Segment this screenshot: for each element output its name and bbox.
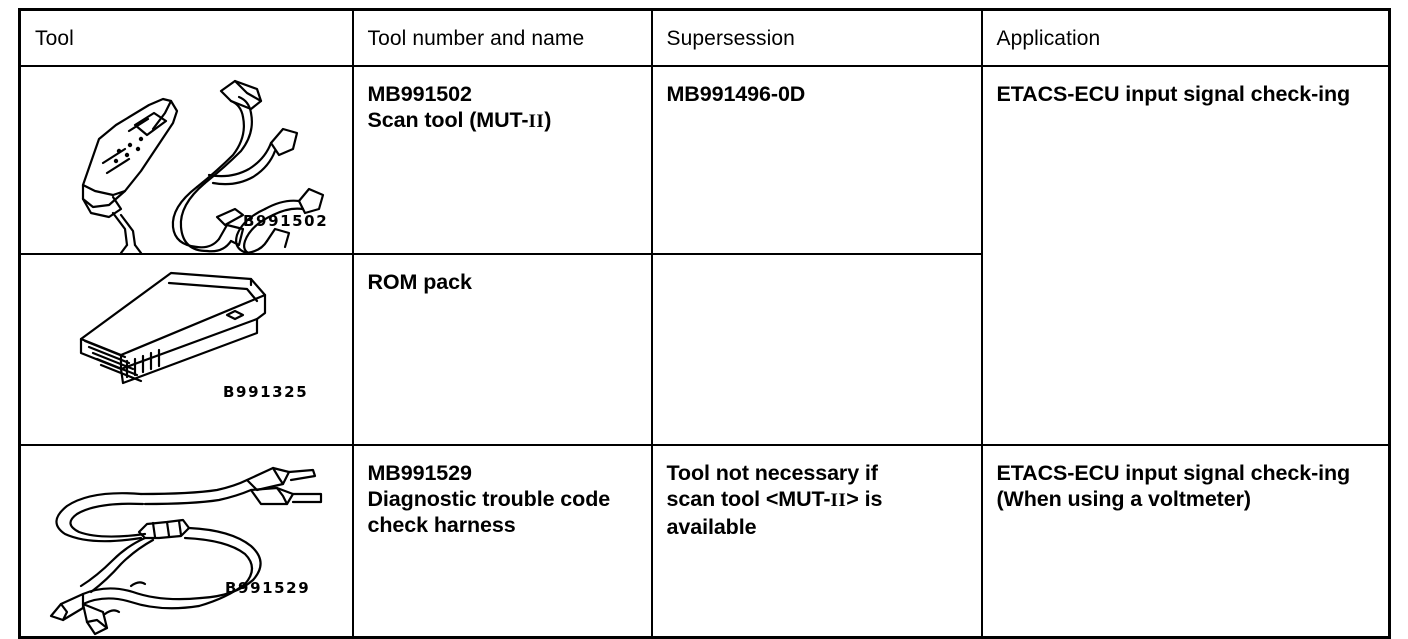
- tool-number-and-name-cell-rom-pack: ROM pack: [351, 253, 653, 446]
- part-number-caption: B991502: [243, 212, 329, 230]
- tool-name-tail: ): [544, 108, 552, 132]
- part-number-caption: B991325: [223, 383, 309, 401]
- column-header-tool-number-and-name-label: Tool number and name: [367, 27, 585, 50]
- table-header-row: Tool Tool number and name Supersession A…: [18, 8, 1391, 67]
- column-header-tool: Tool: [18, 8, 354, 67]
- table-row: B991529 MB991529 Diagnostic trouble code…: [18, 444, 1391, 639]
- tool-illustration-cell-harness: B991529: [18, 444, 354, 639]
- table-row: B991502 MB991502 Scan tool (MUT-II) MB99…: [18, 65, 1391, 446]
- tool-name: Diagnostic trouble code check harness: [367, 487, 611, 537]
- tool-illustration-cell-rom-pack: B991325: [18, 253, 354, 446]
- supersession-cell-harness: Tool not necessary if scan tool <MUT-II>…: [650, 444, 983, 639]
- supersession-note-line2-post: > is: [846, 487, 883, 511]
- column-header-supersession: Supersession: [650, 8, 983, 67]
- rom-pack-illustration: B991325: [21, 255, 352, 444]
- supersession-note-line1: Tool not necessary if: [666, 461, 878, 485]
- column-header-application-label: Application: [996, 27, 1101, 50]
- harness-drawing: [49, 466, 323, 636]
- column-header-application: Application: [980, 8, 1391, 67]
- supersession-cell-rom-pack: [650, 253, 983, 446]
- tool-number-and-name-cell-harness: MB991529 Diagnostic trouble code check h…: [351, 444, 653, 639]
- scan-tool-drawing: [81, 79, 325, 253]
- tool-illustration-cell-scan-tool: B991502: [18, 65, 354, 255]
- column-header-tool-label: Tool: [35, 27, 74, 50]
- part-number-caption: B991529: [225, 579, 311, 597]
- application-cell-scan-tool: ETACS-ECU input signal check-ing: [980, 65, 1391, 446]
- scan-tool-illustration: B991502: [21, 67, 352, 253]
- supersession-number: MB991496-0D: [666, 82, 806, 106]
- tool-name-roman-numeral: II: [528, 111, 545, 132]
- tool-name: Scan tool (MUT-II): [368, 107, 639, 135]
- tool-number: MB991502: [367, 82, 472, 106]
- supersession-note-line3: available: [666, 515, 757, 539]
- tool-number-and-name-cell-scan-tool: MB991502 Scan tool (MUT-II): [351, 65, 653, 255]
- supersession-note: Tool not necessary if scan tool <MUT-II>…: [667, 460, 969, 540]
- supersession-note-roman-numeral: II: [830, 490, 847, 511]
- application-text: ETACS-ECU input signal check-ing (When u…: [996, 461, 1351, 511]
- application-cell-harness: ETACS-ECU input signal check-ing (When u…: [980, 444, 1391, 639]
- column-header-tool-number-and-name: Tool number and name: [351, 8, 653, 67]
- application-text: ETACS-ECU input signal check-ing: [996, 82, 1351, 106]
- column-header-supersession-label: Supersession: [666, 27, 795, 50]
- harness-illustration: B991529: [21, 446, 352, 636]
- tool-number: MB991529: [367, 461, 472, 485]
- rom-pack-drawing: [79, 271, 267, 385]
- tool-name: ROM pack: [367, 270, 472, 294]
- tool-name-text: Scan tool (MUT-: [367, 108, 529, 132]
- supersession-note-line2-pre: scan tool <MUT-: [666, 487, 831, 511]
- special-tools-table: Tool Tool number and name Supersession A…: [18, 8, 1391, 639]
- table-row: B991325 ROM pack: [18, 253, 1390, 446]
- supersession-cell-scan-tool: MB991496-0D: [650, 65, 983, 255]
